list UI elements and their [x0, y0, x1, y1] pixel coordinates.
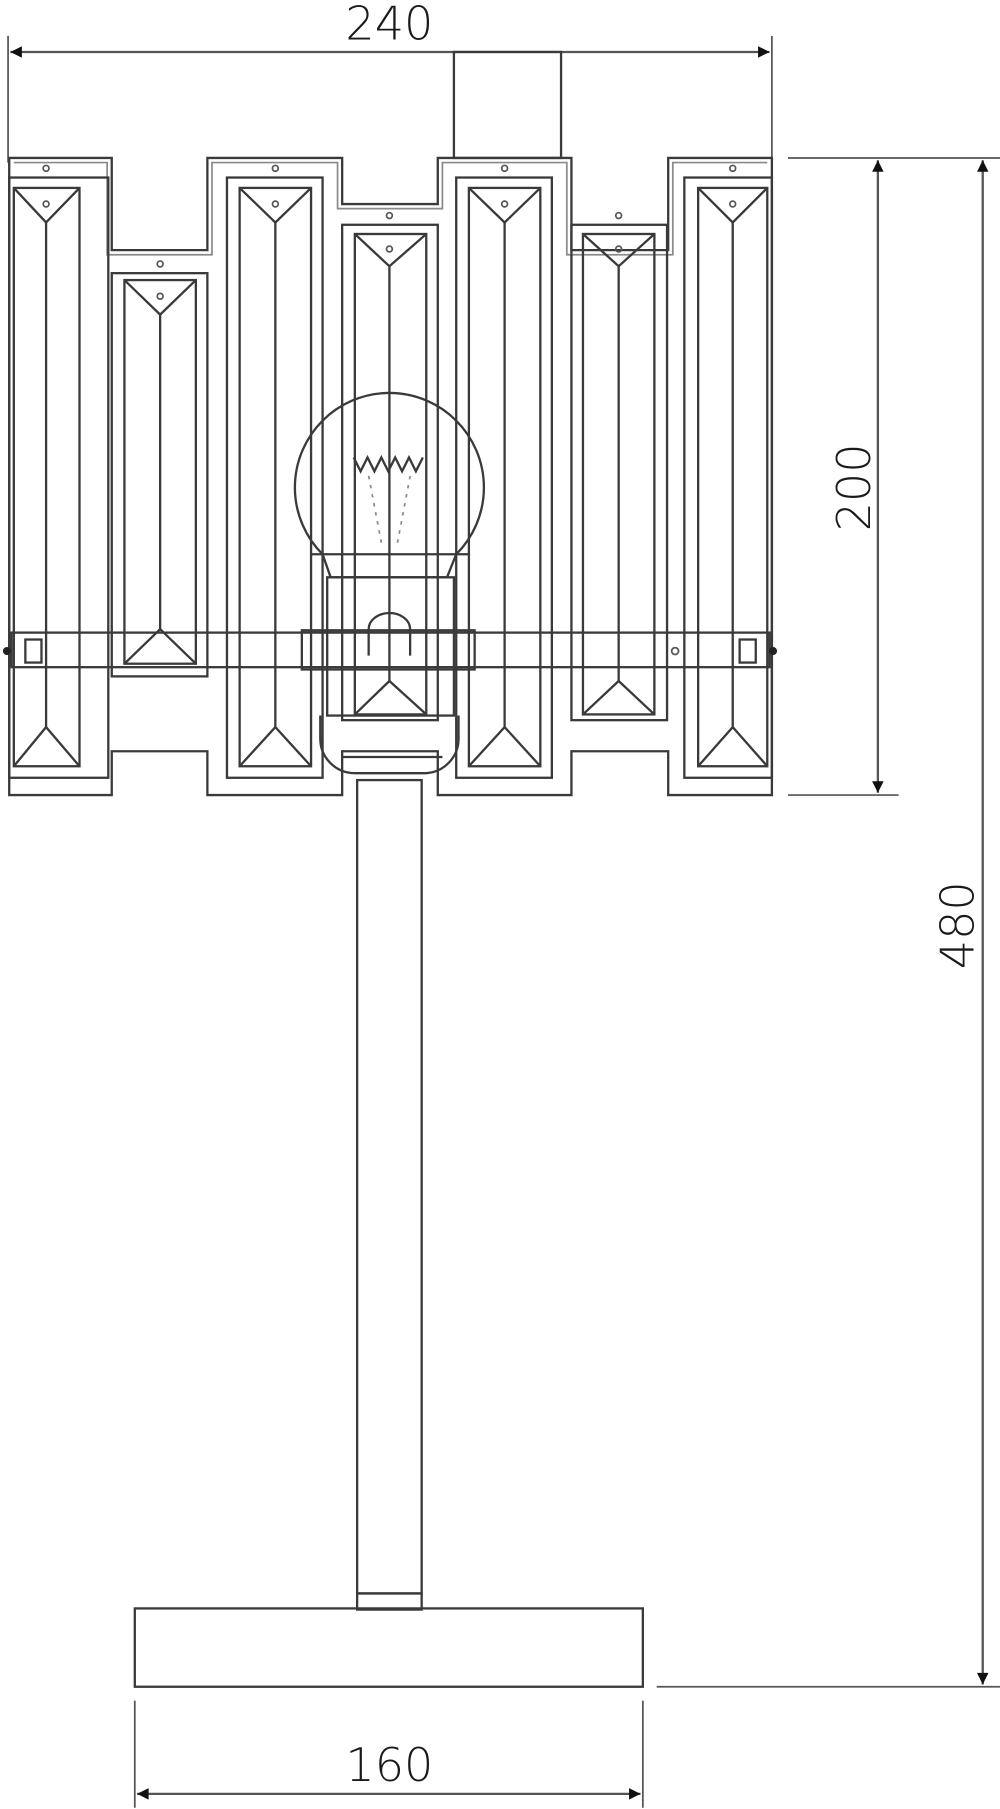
- crystal-panel-7: [683, 164, 774, 779]
- dimension-label-200: 200: [827, 443, 881, 531]
- crystal-panel-6: [570, 211, 669, 722]
- support-rod: [2, 631, 778, 669]
- socket: [300, 576, 476, 775]
- dimension-height-total: 480: [656, 160, 1000, 1688]
- top-cap: [452, 50, 563, 160]
- crystal-panel-5: [455, 164, 553, 779]
- bulb: [293, 391, 486, 579]
- stem: [355, 778, 423, 1611]
- base: [133, 1607, 645, 1688]
- crystal-panel-3: [225, 164, 324, 779]
- shade-outline: [8, 156, 774, 797]
- dimension-width-base: 160: [133, 1700, 644, 1808]
- dimension-height-shade: 200: [788, 157, 1000, 796]
- dimension-label-240: 240: [345, 0, 433, 50]
- dimension-label-480: 480: [931, 881, 985, 969]
- dimension-label-160: 160: [345, 1738, 433, 1792]
- crystal-panel-1: [8, 164, 110, 779]
- crystal-panel-2: [110, 260, 209, 678]
- dimension-width-shade: 240: [7, 0, 773, 163]
